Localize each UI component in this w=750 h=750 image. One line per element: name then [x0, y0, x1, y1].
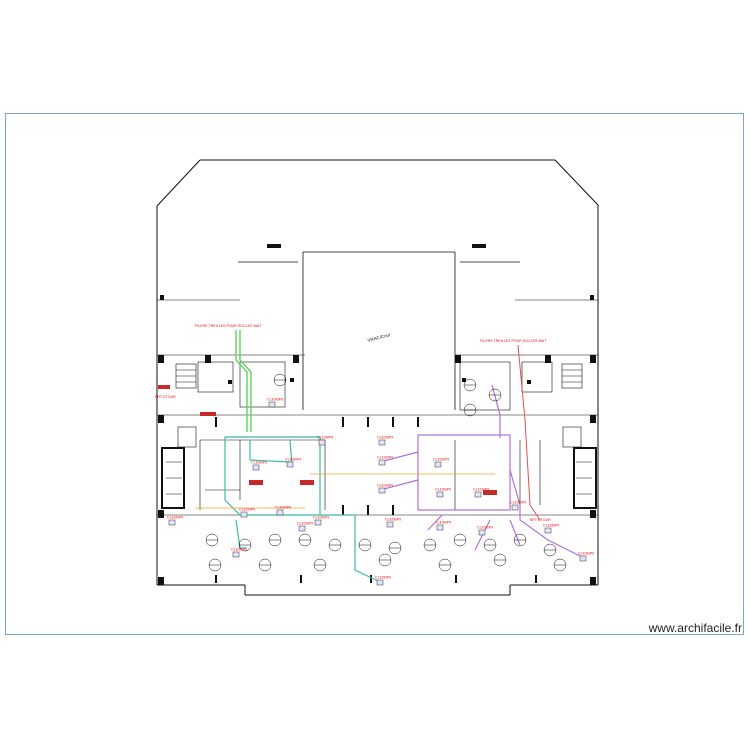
socket-label: CLESBP9: [297, 522, 313, 526]
socket-label: CLESBP9: [385, 518, 401, 522]
socket-label: CLESBP9: [239, 508, 255, 512]
socket-icon: CLESBP9: [267, 398, 283, 408]
socket-icon: CLESBP9: [167, 516, 183, 526]
socket-label: CLESBP9: [377, 456, 393, 460]
socket-icon: CLESBP9: [578, 552, 594, 562]
aisle-piers: [215, 417, 537, 583]
socket-label: CLESBP9: [231, 548, 247, 552]
socket-icon: CLESBP9: [433, 458, 449, 468]
socket-label: CLESBP9: [473, 488, 489, 492]
socket-label: CLESBP9: [435, 521, 451, 525]
socket-icon: CLESBP9: [285, 458, 301, 468]
socket-label: CLESBP9: [167, 516, 183, 520]
socket-icon: CLESBP9: [313, 516, 329, 526]
socket-icon: CLESBP9: [317, 436, 333, 446]
socket-icon: CLESBP9: [473, 488, 489, 498]
socket-icon: CLESBP9: [435, 521, 451, 531]
cable-green: [235, 330, 252, 432]
socket-label: CLESBP9: [510, 501, 526, 505]
socket-icon: CLESBP9: [385, 518, 401, 528]
cable-teal: [224, 436, 381, 583]
courtyard: [238, 251, 520, 410]
cable-red: [517, 344, 541, 521]
socket-icon: CLESBP9: [377, 436, 393, 446]
socket-icon: CLESBP9: [251, 461, 267, 471]
socket-label: CLESBP9: [313, 516, 329, 520]
socket-label: CLESBP9: [377, 484, 393, 488]
box-label-right: BRT DTOUR: [530, 518, 551, 522]
structural-columns: [158, 244, 596, 585]
socket-icon: CLESBP9: [377, 456, 393, 466]
cable-orange: [195, 473, 495, 509]
socket-label: CLESBP9: [285, 458, 301, 462]
socket-label: CLESBP9: [267, 398, 283, 402]
sheet-frame: [5, 113, 744, 635]
socket-icon: CLESBP9: [375, 576, 391, 586]
sanitary-cubicles: [166, 461, 592, 495]
socket-icon: CLESBP9: [275, 506, 291, 516]
zone-label: VRAC/Cour: [367, 332, 391, 343]
socket-icon: CLESBP9: [477, 526, 493, 536]
socket-label: CLESBP9: [543, 524, 559, 528]
socket-label: CLESBP9: [275, 506, 291, 510]
red-markers: [158, 385, 497, 495]
note-left: FILERS TREILLES POUR SOCLES BAIT: [195, 324, 262, 328]
cable-purple: [379, 384, 581, 557]
socket-label: CLESBP9: [251, 461, 267, 465]
desk-clusters: [205, 373, 567, 572]
watermark: www.archifacile.fr: [648, 621, 742, 635]
socket-label: CLESBP9: [433, 458, 449, 462]
socket-label: CLESBP9: [375, 576, 391, 580]
note-right: FILERS TREILLES POUR SOCLES BAIT: [480, 339, 547, 343]
socket-icon: CLESBP9: [239, 508, 255, 518]
socket-label: CLESBP9: [377, 436, 393, 440]
socket-icon: CLESBP9: [377, 484, 393, 494]
stair-blocks: [175, 363, 583, 448]
socket-label: CLESBP9: [317, 436, 333, 440]
socket-label: CLESBP9: [578, 552, 594, 556]
sanitary-blocks: [161, 447, 597, 509]
exterior-walls: [156, 159, 599, 596]
socket-icon: CLESBP9: [543, 524, 559, 534]
socket-icon: CLESBP9: [435, 488, 451, 498]
socket-icon: CLESBP9: [297, 522, 313, 532]
socket-label: CLESBP9: [477, 526, 493, 530]
socket-icon: CLESBP9: [510, 501, 526, 511]
box-label-left: BRT DTOUR: [155, 395, 176, 399]
socket-label: CLESBP9: [435, 488, 451, 492]
socket-icon: CLESBP9: [231, 548, 247, 558]
